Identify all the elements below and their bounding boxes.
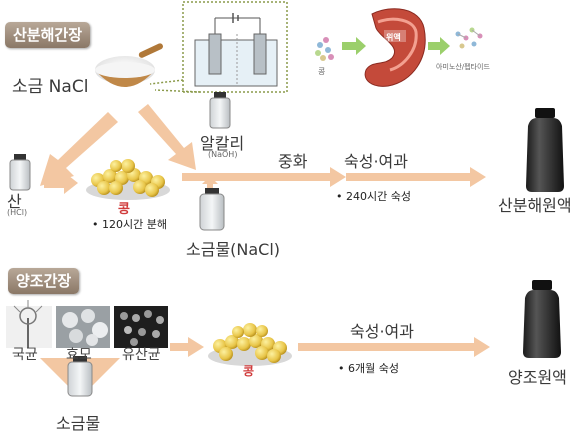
hydrolysis-note-text: 120시간 분해 [102, 218, 167, 231]
brewed-aging-label: 숙성·여과 [350, 322, 414, 341]
stomach-diagram-icon [315, 8, 483, 87]
acid-bottle-icon [9, 154, 31, 191]
alkali-label: 알칼리 [200, 134, 245, 153]
acid-section-label: 산분해간장 [5, 22, 91, 48]
lactic-label: 유산균 [122, 347, 161, 363]
acid-aging-label: 숙성·여과 [344, 152, 408, 171]
acid-aging-note: • 240시간 숙성 [336, 190, 411, 203]
arrow-salt-to-acid [40, 112, 118, 186]
brewed-soy-sauce-bottle-icon [523, 280, 561, 358]
salt-label: 소금 NaCl [12, 77, 89, 97]
stomach-right-label: 아미노산/펩타이드 [436, 63, 490, 71]
acid-bean-label: 콩 [118, 202, 130, 217]
lactic-bacteria-image [114, 306, 168, 348]
yeast-image [56, 306, 110, 348]
hydrolysis-note: • 120시간 분해 [92, 218, 167, 231]
acid-sub-label: (HCl) [7, 208, 28, 217]
brewed-saltwater-label: 소금물 [56, 414, 101, 433]
arrow-saltwater-up [202, 176, 218, 192]
arrow-acid-to-bean [44, 172, 78, 194]
soybean-bowl-acid-icon [86, 159, 170, 200]
yeast-label: 효모 [66, 347, 92, 363]
brewed-bean-label: 콩 [243, 364, 255, 378]
stomach-label: 위액 [386, 33, 401, 42]
electrolysis-cell-icon [194, 13, 278, 87]
brewed-section-label: 양조간장 [8, 268, 80, 294]
brewed-aging-note-text: 6개월 숙성 [348, 362, 399, 375]
acid-saltwater-label: 소금물(NaCl) [186, 240, 281, 259]
arrow-bean-to-brewed-product [298, 337, 490, 357]
acid-soy-sauce-bottle-icon [526, 108, 564, 192]
koji-label: 국균 [12, 347, 38, 363]
arrow-microbes-to-bean [170, 337, 204, 357]
arrow-salt-to-alkali [138, 104, 196, 170]
stomach-left-label: 콩 [318, 67, 326, 76]
acid-aging-note-text: 240시간 숙성 [346, 190, 411, 203]
neutralize-label: 중화 [278, 152, 308, 171]
soybean-bowl-brewed-icon [208, 323, 292, 366]
acid-label: 산 [7, 192, 22, 211]
saltwater-bottle-icon [199, 188, 225, 231]
salt-bowl-icon [95, 43, 163, 87]
acid-product-label: 산분해원액 [498, 196, 572, 215]
brewed-saltwater-bottle-icon [67, 356, 93, 397]
brewed-aging-note: • 6개월 숙성 [338, 362, 399, 375]
arrow-bean-to-product [182, 167, 486, 187]
alkali-bottle-icon [209, 92, 231, 129]
koji-mold-image [6, 300, 52, 348]
alkali-sub-label: (NaOH) [208, 150, 238, 159]
brewed-product-label: 양조원액 [508, 368, 567, 387]
